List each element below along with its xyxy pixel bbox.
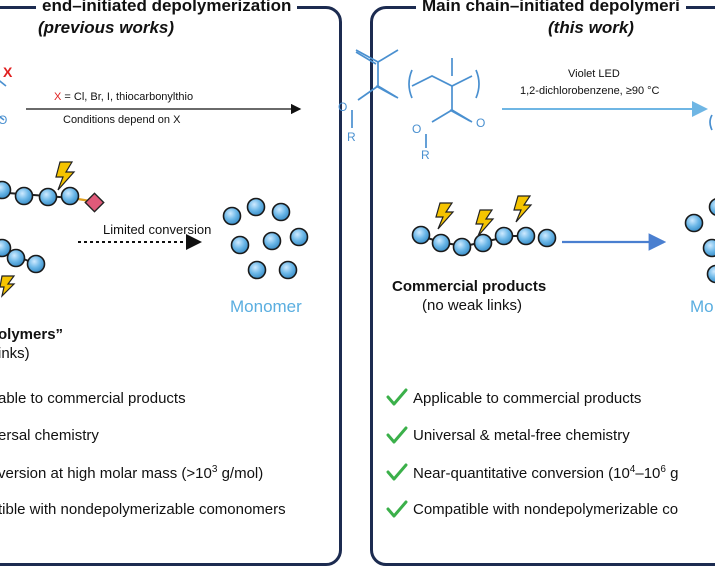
left-polymer-chain-bottom [0, 240, 45, 273]
bolt-icon [56, 162, 74, 190]
bolt-icon [436, 203, 453, 229]
bolt-icon [514, 196, 531, 222]
left-monomer-structure [352, 50, 398, 128]
limited-conversion-label: Limited conversion [103, 222, 211, 237]
right-condition-1: Violet LED [568, 68, 620, 80]
right-bullet-4: Compatible with nondepolymerizable co [413, 501, 678, 518]
right-bullet-2: Universal & metal-free chemistry [413, 427, 630, 444]
left-polymer-chain-top [0, 182, 104, 212]
bolt-icon [476, 210, 493, 236]
x-label: X [3, 64, 12, 80]
no-weak-links-label: (no weak links) [422, 297, 522, 314]
bolt-icon [0, 276, 14, 296]
left-monomer-beads [224, 199, 308, 279]
left-polymers-label: olymers” [0, 326, 63, 343]
right-bullet-3: Near-quantitative conversion (104–106 g [413, 464, 678, 482]
left-bullet-4: tible with nondepolymerizable comonomers [0, 501, 286, 518]
check-icons [388, 390, 406, 516]
right-partial-monomer [710, 115, 712, 130]
right-bullet-1: Applicable to commercial products [413, 390, 641, 407]
right-polymer-chain [413, 227, 556, 256]
left-r-label: R [347, 130, 356, 144]
right-o-label-2: O [476, 116, 485, 130]
left-bullet-2: ersal chemistry [0, 427, 99, 444]
right-condition-2: 1,2-dichlorobenzene, ≥90 °C [520, 85, 659, 97]
right-o-label: O [412, 122, 421, 136]
left-condition-2: Conditions depend on X [63, 114, 180, 126]
left-o-label-edge: O [0, 113, 7, 127]
left-bullet-1: able to commercial products [0, 390, 186, 407]
commercial-products-label: Commercial products [392, 278, 546, 295]
right-r-label: R [421, 148, 430, 162]
left-condition-1: X = Cl, Br, I, thiocarbonylthio [54, 91, 193, 103]
left-monomer-label: Monomer [230, 297, 302, 317]
left-bullet-3: version at high molar mass (>103 g/mol) [0, 464, 263, 482]
left-links-label: inks) [0, 345, 30, 362]
right-monomer-beads [686, 199, 715, 283]
right-monomer-label: Mo [690, 297, 714, 317]
left-o-label: O [338, 100, 347, 114]
